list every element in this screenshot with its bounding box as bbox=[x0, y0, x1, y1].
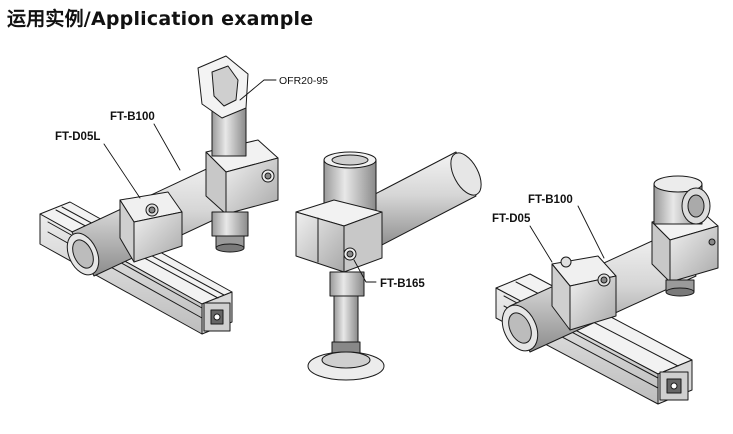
center-assembly bbox=[295, 151, 482, 381]
leader-lines bbox=[103, 79, 605, 283]
left-assembly bbox=[39, 55, 279, 335]
suction-cup bbox=[307, 351, 385, 381]
ft-b165-block bbox=[295, 199, 383, 273]
center-horizontal-pipe bbox=[355, 151, 482, 249]
label-ft-b100-left: FT-B100 bbox=[110, 111, 155, 123]
right-assembly bbox=[495, 175, 719, 405]
label-ofr20-95: OFR20-95 bbox=[279, 75, 328, 87]
center-lower-rod bbox=[329, 271, 365, 355]
label-ft-b165: FT-B165 bbox=[380, 278, 425, 290]
right-valve bbox=[653, 175, 711, 297]
ft-d05l-bracket bbox=[119, 191, 183, 263]
page-title: 运用实例/Application example bbox=[7, 8, 314, 30]
left-vertical-valve bbox=[197, 55, 249, 253]
label-ft-d05: FT-D05 bbox=[492, 213, 531, 225]
ft-d05-bracket bbox=[551, 255, 617, 331]
label-ft-b100-right: FT-B100 bbox=[528, 194, 573, 206]
label-ft-d05l: FT-D05L bbox=[55, 131, 100, 143]
